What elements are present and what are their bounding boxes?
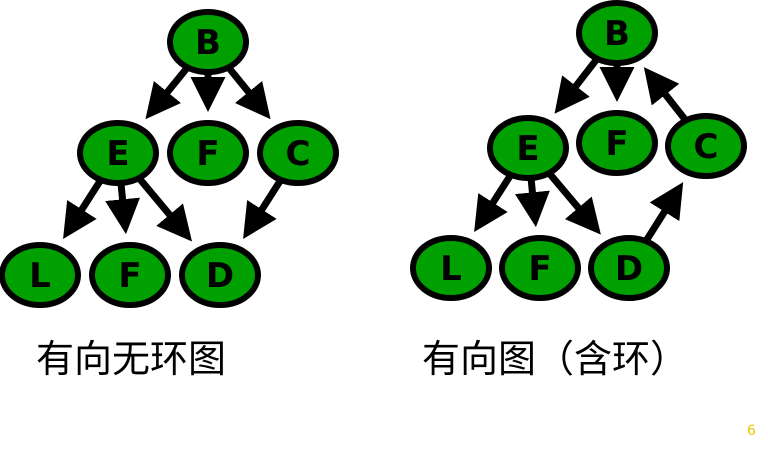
- dag-node-l: L: [0, 242, 81, 308]
- dag-node-b-label: B: [195, 23, 221, 63]
- dag-node-e-label: E: [106, 134, 129, 174]
- cyclic-node-c-shape: [665, 113, 747, 179]
- cyclic-node-c: C: [665, 113, 747, 179]
- dag-node-d-shape: [179, 242, 261, 308]
- cyclic-node-f2-shape: [499, 235, 581, 301]
- cyclic-node-f2-label: F: [528, 249, 551, 289]
- cyclic-node-f1: F: [576, 110, 658, 176]
- dag-node-e: E: [77, 120, 159, 186]
- dag-edge-e-to-l: [63, 177, 104, 239]
- dag-node-b-shape: [167, 9, 249, 75]
- cyclic-node-l: L: [410, 235, 492, 301]
- dag-node-c-label: C: [286, 134, 311, 174]
- dag-edge-b-to-e: [145, 65, 191, 120]
- cyclic-edge-e-to-d: [546, 170, 601, 235]
- cyclic-node-d-label: D: [615, 249, 643, 289]
- cyclic-node-f2: F: [499, 235, 581, 301]
- dag-node-f1-label: F: [196, 134, 219, 174]
- dag-node-c: C: [257, 120, 339, 186]
- edges-layer: [63, 56, 689, 244]
- cyclic-edge-e-to-f2: [515, 177, 550, 228]
- cyclic-node-f1-shape: [576, 110, 658, 176]
- cyclic-node-d: D: [588, 235, 670, 301]
- cyclic-node-l-shape: [410, 235, 492, 301]
- dag-node-b: B: [167, 9, 249, 75]
- dag-node-f2-shape: [89, 242, 171, 308]
- page-number: 6: [747, 423, 756, 439]
- dag-node-f2: F: [89, 242, 171, 308]
- dag-node-e-shape: [77, 120, 159, 186]
- cyclic-node-d-shape: [588, 235, 670, 301]
- dag-node-l-label: L: [29, 256, 51, 296]
- caption-dag: 有向无环图: [36, 337, 227, 381]
- cyclic-edge-c-to-b: [643, 67, 689, 123]
- cyclic-node-b: B: [576, 0, 658, 66]
- cyclic-node-b-shape: [576, 0, 658, 66]
- cyclic-node-e-label: E: [516, 129, 539, 169]
- dag-node-f1-shape: [167, 120, 249, 186]
- dag-edge-b-to-c: [225, 65, 271, 120]
- cyclic-node-e: E: [487, 115, 569, 181]
- dag-node-d-label: D: [206, 256, 234, 296]
- dag-edge-c-to-d: [243, 177, 284, 239]
- nodes-layer: B E F C L F D B E F C L F D: [0, 0, 747, 308]
- dag-node-f2-label: F: [118, 256, 141, 296]
- dag-node-f1: F: [167, 120, 249, 186]
- caption-cyclic-graph: 有向图（含环）: [422, 337, 689, 381]
- cyclic-node-l-label: L: [440, 249, 462, 289]
- dag-edge-e-to-d: [136, 175, 193, 242]
- dag-edge-e-to-f2: [105, 182, 140, 235]
- dag-node-l-shape: [0, 242, 81, 308]
- cyclic-node-e-shape: [487, 115, 569, 181]
- cyclic-node-b-label: B: [604, 14, 630, 54]
- cyclic-node-c-label: C: [694, 127, 719, 167]
- cyclic-node-f1-label: F: [605, 124, 628, 164]
- cyclic-edge-b-to-e: [554, 56, 600, 114]
- dag-node-c-shape: [257, 120, 339, 186]
- dag-node-d: D: [179, 242, 261, 308]
- cyclic-edge-e-to-l: [474, 172, 514, 232]
- cyclic-edge-d-to-c: [642, 182, 684, 244]
